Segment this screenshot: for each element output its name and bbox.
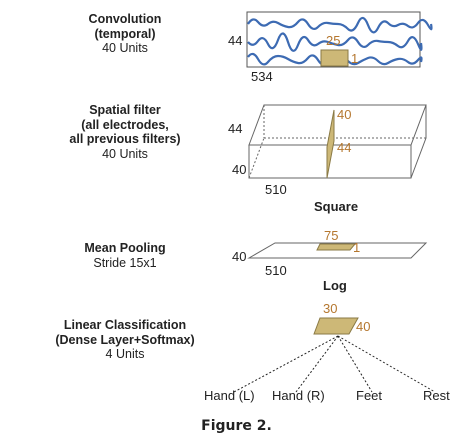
layer-title-line: Spatial filter	[89, 103, 161, 117]
layer-title-line: (Dense Layer+Softmax)	[55, 332, 195, 347]
layer-units: Stride 15x1	[93, 255, 157, 270]
dense-width-label: 40	[356, 319, 371, 334]
figure-caption: Figure 2.	[201, 418, 272, 434]
class-label-feet: Feet	[356, 388, 383, 403]
layer-label-mean-pooling: Mean Pooling Stride 15x1	[40, 241, 210, 270]
spatial-depth-label: 40	[232, 162, 247, 177]
conv-width-label: 534	[251, 69, 273, 84]
pool-kernel-width-label: 1	[353, 240, 361, 255]
layer-units: 4 Units	[105, 347, 145, 361]
conv-kernel-length-label: 25	[326, 33, 341, 48]
spatial-filter-height-label: 44	[337, 140, 352, 155]
layer-title-line: Convolution	[88, 12, 162, 26]
pool-kernel-length-label: 75	[324, 228, 339, 243]
layer-title-line: all previous filters)	[69, 132, 181, 146]
layer-units: 40 Units	[102, 41, 148, 55]
dense-layer	[313, 317, 359, 335]
conv-kernel-width-label: 1	[351, 51, 359, 66]
layer-label-convolution: Convolution (temporal) 40 Units	[40, 12, 210, 56]
layer-label-linear-classification: Linear Classification (Dense Layer+Softm…	[30, 318, 220, 362]
layer-title-line: (temporal)	[94, 26, 156, 41]
dense-depth-label: 30	[323, 301, 338, 316]
pooling-plane	[247, 242, 428, 259]
pool-width-label: 510	[265, 263, 287, 278]
class-label-rest: Rest	[423, 388, 450, 403]
layer-label-spatial-filter: Spatial filter (all electrodes, all prev…	[40, 103, 210, 161]
square-operation-label: Square	[314, 199, 359, 214]
conv-height-label: 44	[228, 33, 243, 48]
class-label-hand-right: Hand (R)	[272, 388, 325, 403]
conv-kernel	[320, 49, 349, 67]
layer-title-line: (all electrodes,	[81, 117, 169, 132]
pool-depth-label: 40	[232, 249, 247, 264]
signal-trace-2	[247, 32, 423, 52]
class-connections	[233, 335, 436, 393]
spatial-filter-depth-label: 40	[337, 107, 352, 122]
spatial-volume	[248, 104, 427, 179]
conv-input-box	[246, 11, 421, 68]
layer-title-line: Mean Pooling	[84, 241, 166, 255]
spatial-width-label: 510	[265, 182, 287, 197]
spatial-height-label: 44	[228, 121, 243, 136]
layer-units: 40 Units	[102, 146, 148, 161]
class-label-hand-left: Hand (L)	[204, 388, 255, 403]
spatial-filter-slice	[326, 109, 335, 179]
layer-title-line: Linear Classification	[63, 318, 187, 332]
log-operation-label: Log	[323, 278, 347, 293]
signal-trace-1	[247, 16, 433, 34]
pooling-kernel	[316, 243, 357, 251]
